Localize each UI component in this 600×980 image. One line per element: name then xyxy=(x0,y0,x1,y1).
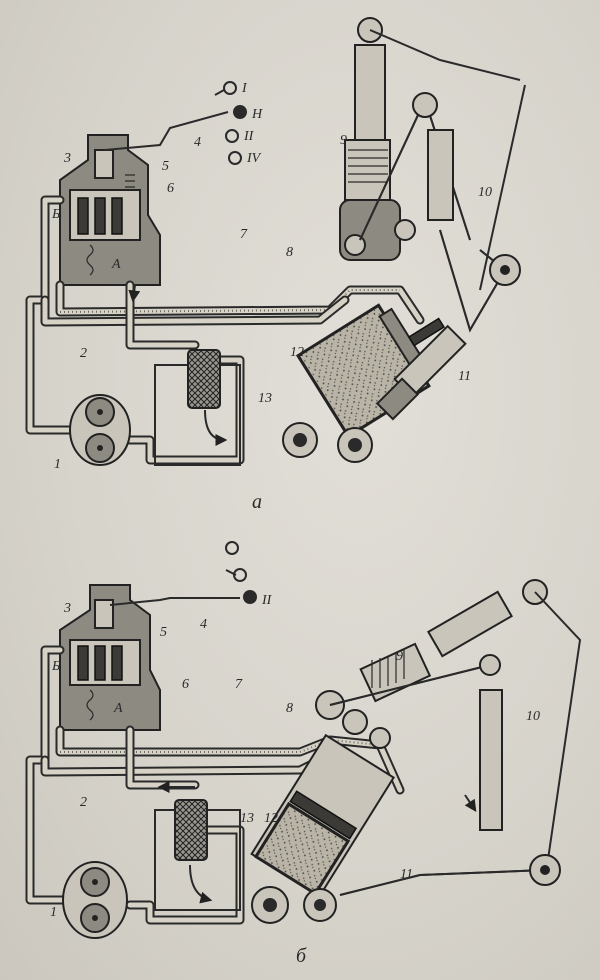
callout-4: 4 xyxy=(194,135,201,150)
callout-2: 2 xyxy=(80,795,87,810)
hitch-linkage-a xyxy=(339,17,526,421)
callout-5: 5 xyxy=(160,625,167,640)
distributor-a xyxy=(59,134,161,286)
callout-5: 5 xyxy=(162,159,169,174)
callout-12: 12 xyxy=(264,811,278,826)
callout-7: 7 xyxy=(235,677,243,692)
position-II: II xyxy=(261,593,273,608)
caption-b: б xyxy=(296,945,307,967)
control-lever-b xyxy=(109,541,257,606)
callout-4: 4 xyxy=(200,617,207,632)
gear-pump-a xyxy=(69,394,131,466)
figure-a: 3 4 5 6 7 8 9 10 11 12 13 2 1 А Б I Н II… xyxy=(25,17,526,513)
oil-tank-b xyxy=(154,799,241,911)
hitch-linkage-b xyxy=(315,579,582,896)
position-I: I xyxy=(241,81,248,96)
callout-13: 13 xyxy=(240,811,254,826)
callout-8: 8 xyxy=(286,701,293,716)
callout-A: А xyxy=(111,257,121,272)
callout-B: Б xyxy=(51,659,60,674)
callout-9: 9 xyxy=(396,649,403,664)
oil-tank-a xyxy=(154,349,241,466)
callout-3: 3 xyxy=(63,151,71,166)
control-lever-a xyxy=(104,81,247,165)
callout-11: 11 xyxy=(458,369,471,384)
callout-10: 10 xyxy=(478,185,492,200)
callout-13: 13 xyxy=(258,391,272,406)
callout-1: 1 xyxy=(54,457,61,472)
gear-pump-b xyxy=(62,861,128,939)
callout-10: 10 xyxy=(526,709,540,724)
distributor-b xyxy=(59,584,161,731)
callout-3: 3 xyxy=(63,601,71,616)
callout-A: А xyxy=(113,701,123,716)
callout-1: 1 xyxy=(50,905,57,920)
callout-9: 9 xyxy=(340,133,347,148)
caption-a: а xyxy=(252,491,262,513)
position-N: Н xyxy=(251,107,263,122)
callout-12: 12 xyxy=(290,345,304,360)
position-II: II xyxy=(243,129,255,144)
callout-11: 11 xyxy=(400,867,413,882)
figure-b: 3 4 5 6 7 8 9 10 11 12 13 2 1 А Б II б xyxy=(25,541,582,967)
callout-B: Б xyxy=(51,207,60,222)
callout-6: 6 xyxy=(182,677,189,692)
labels-a: 3 4 5 6 7 8 9 10 11 12 13 2 1 А Б I Н II… xyxy=(51,81,492,513)
power-cylinder-b xyxy=(250,733,396,924)
callout-6: 6 xyxy=(167,181,174,196)
labels-b: 3 4 5 6 7 8 9 10 11 12 13 2 1 А Б II б xyxy=(50,593,540,967)
position-IV: IV xyxy=(246,151,262,166)
callout-2: 2 xyxy=(80,346,87,361)
pipes-a xyxy=(25,195,425,465)
callout-8: 8 xyxy=(286,245,293,260)
callout-7: 7 xyxy=(240,227,248,242)
